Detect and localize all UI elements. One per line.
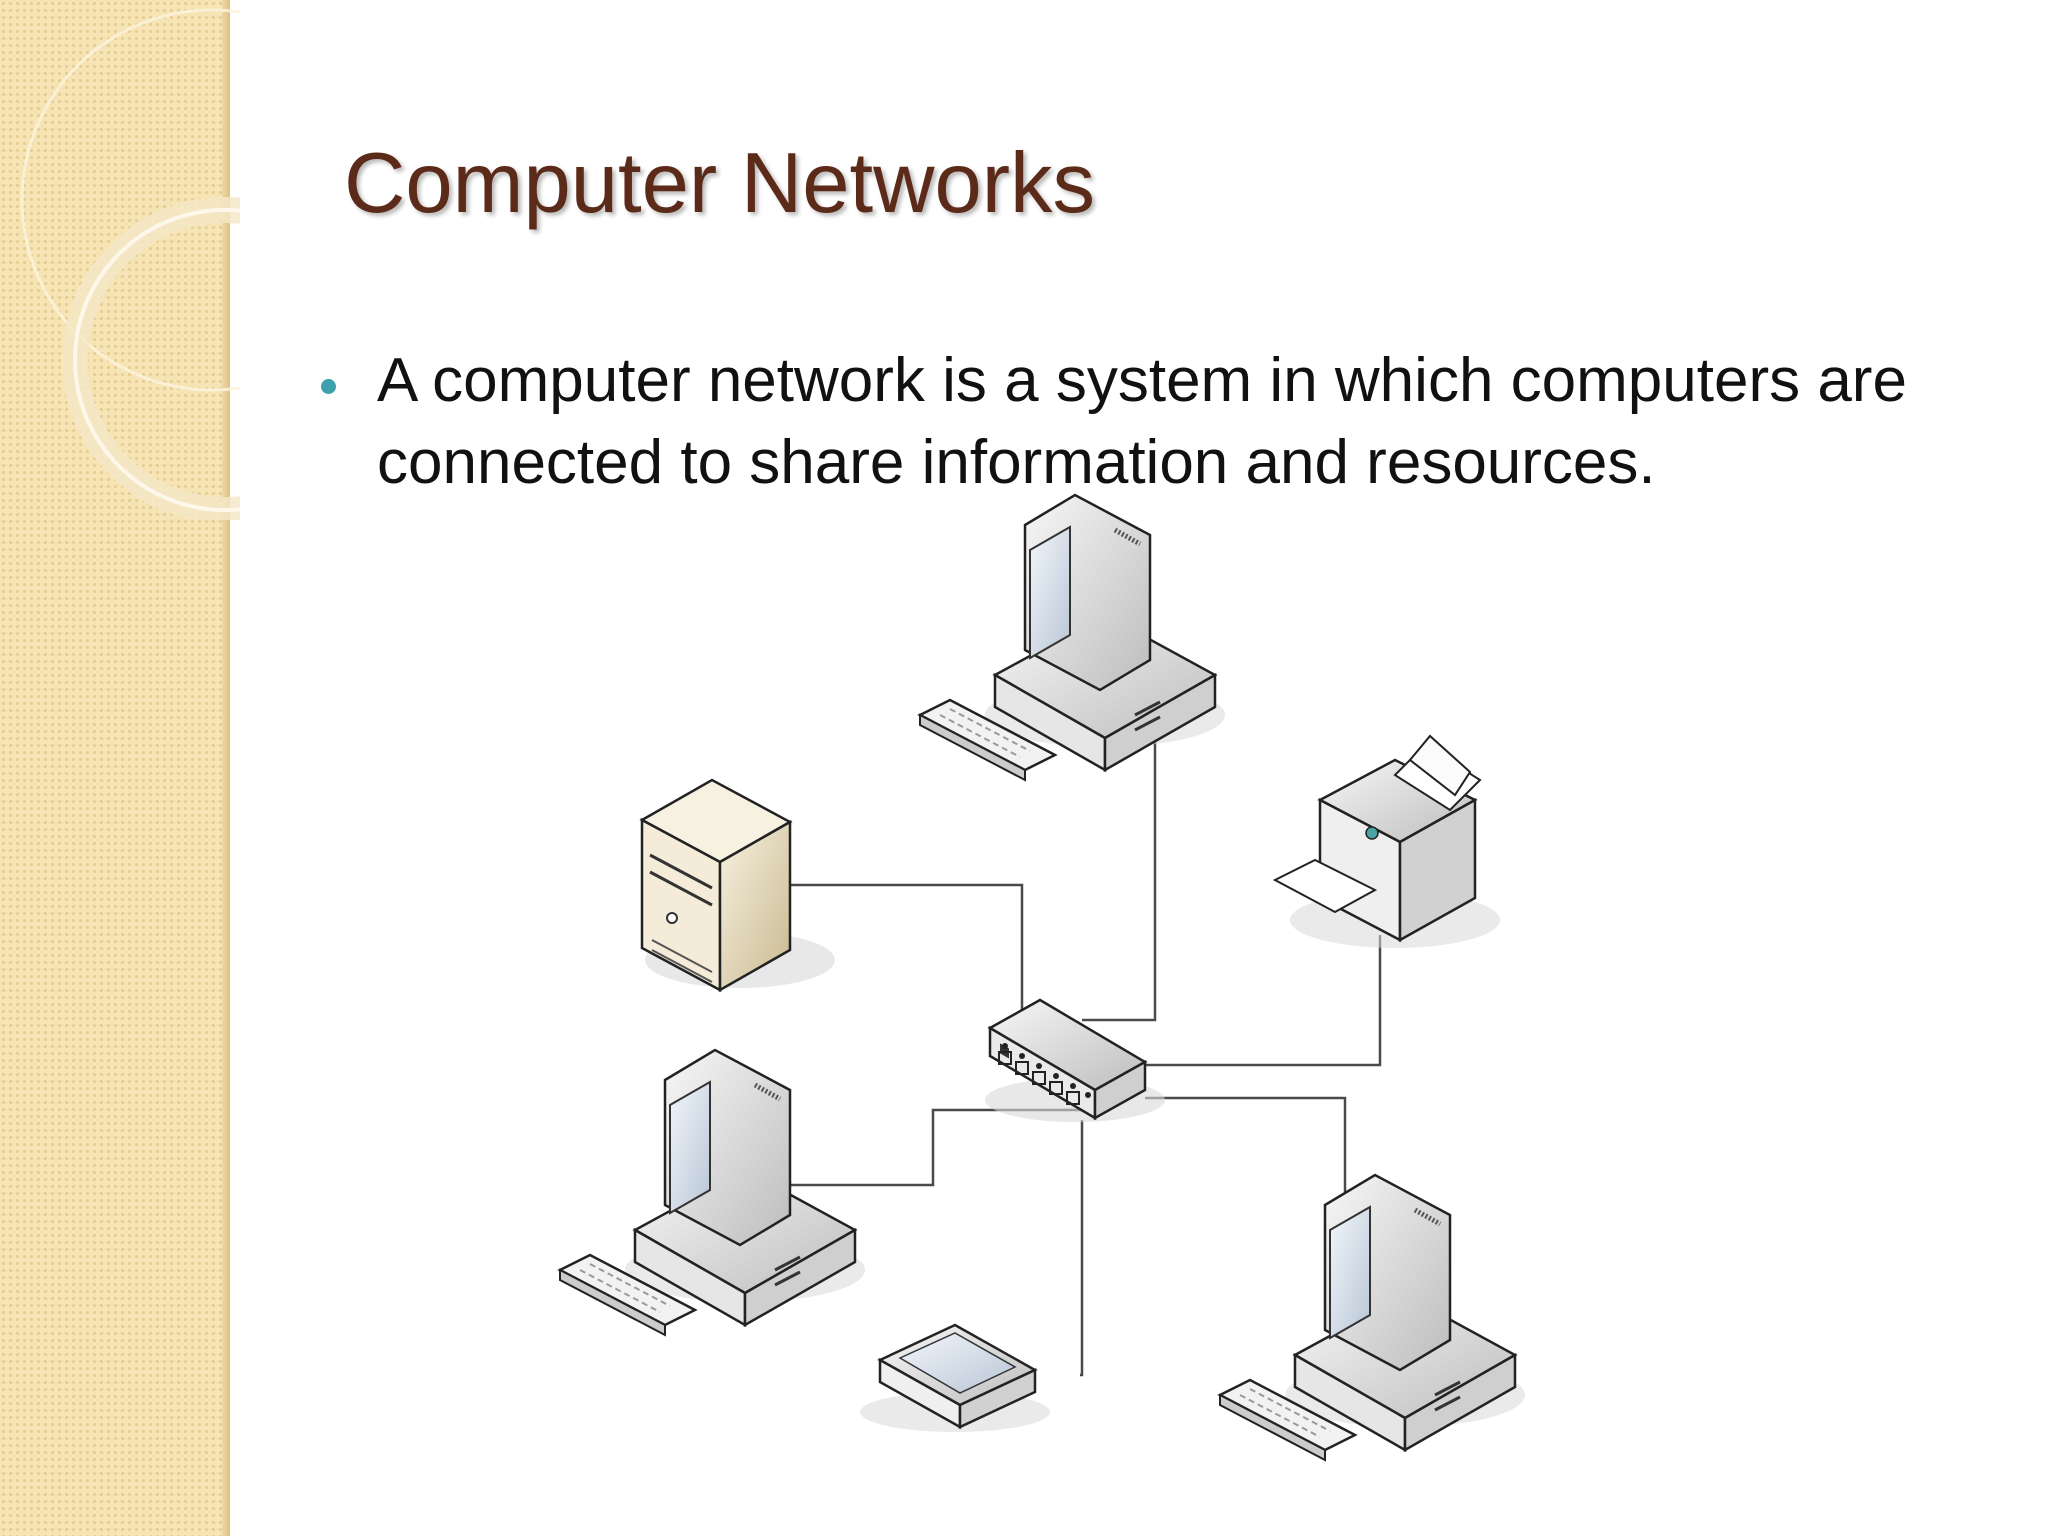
desktop-computer-icon bbox=[920, 495, 1225, 780]
server-icon bbox=[639, 778, 835, 993]
cable-top-computer bbox=[1082, 700, 1157, 1022]
bullet-text: A computer network is a system in which … bbox=[377, 346, 1907, 497]
cable-left-computer bbox=[780, 1108, 1095, 1187]
decorative-rings bbox=[20, 8, 240, 520]
bullet-marker bbox=[321, 379, 336, 394]
slide-title: Computer Networks bbox=[344, 136, 1096, 231]
desktop-computer-icon bbox=[1220, 1175, 1525, 1460]
cable-printer bbox=[1140, 935, 1382, 1067]
cable-scanner bbox=[1080, 1120, 1084, 1377]
network-switch-icon bbox=[985, 998, 1165, 1122]
cable-right-computer bbox=[1145, 1096, 1347, 1215]
desktop-computer-icon bbox=[560, 1050, 865, 1335]
scanner-icon bbox=[860, 1323, 1050, 1432]
cable-server bbox=[790, 883, 1024, 1045]
sidebar-edge bbox=[222, 0, 230, 1536]
printer-icon bbox=[1272, 734, 1500, 948]
